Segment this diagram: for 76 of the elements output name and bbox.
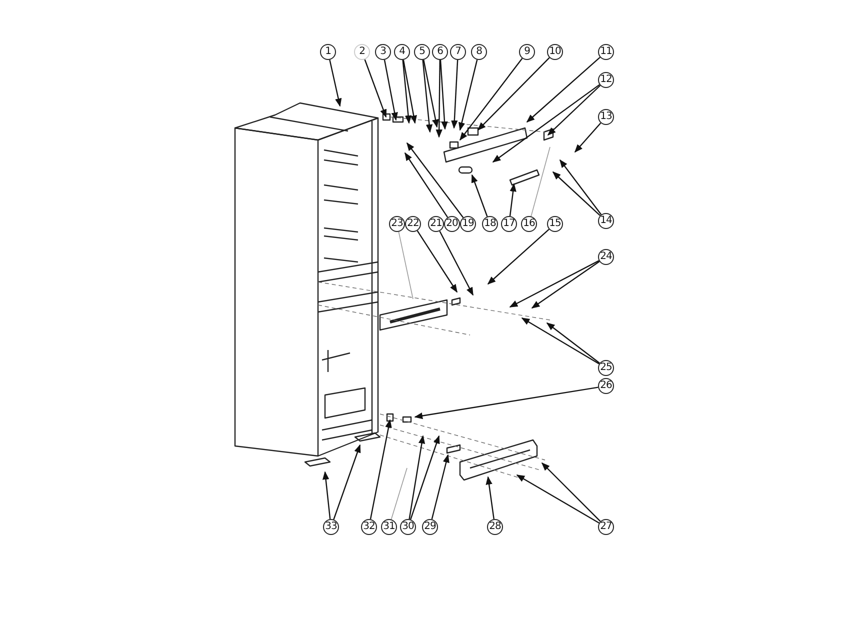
leader-line <box>404 152 448 218</box>
leader-line <box>560 159 602 215</box>
callout-number: 27 <box>598 519 614 535</box>
callout-number: 20 <box>444 216 460 232</box>
leader-line <box>406 142 464 218</box>
leader-line <box>436 60 442 138</box>
callout-number: 10 <box>547 44 563 60</box>
leader-line <box>390 468 408 520</box>
leader-line <box>531 261 600 308</box>
callout-number: 33 <box>323 519 339 535</box>
leader-line <box>492 84 600 162</box>
leader-line <box>521 317 600 364</box>
callout-number: 13 <box>598 109 614 125</box>
leader-line <box>384 60 398 121</box>
leader-line <box>402 60 417 124</box>
leader-line <box>414 386 598 420</box>
callout-number: 1 <box>320 44 336 60</box>
callout-number: 21 <box>428 216 444 232</box>
leader-line <box>422 60 433 133</box>
callout-number: 6 <box>432 44 448 60</box>
callout-number: 28 <box>487 519 503 535</box>
leader-line <box>322 471 331 520</box>
leader-line <box>460 58 523 141</box>
callout-number: 19 <box>460 216 476 232</box>
leader-line <box>431 454 450 520</box>
leader-line <box>333 444 361 520</box>
leader-line <box>471 174 488 217</box>
callout-number: 31 <box>381 519 397 535</box>
leader-line <box>486 476 494 520</box>
leader-line <box>516 474 600 524</box>
leader-line <box>509 183 516 216</box>
callout-number: 30 <box>400 519 416 535</box>
callout-number: 16 <box>521 216 537 232</box>
leader-line <box>408 435 426 520</box>
callout-number: 9 <box>519 44 535 60</box>
leader-line <box>416 230 458 293</box>
callout-number: 22 <box>405 216 421 232</box>
callout-number: 29 <box>422 519 438 535</box>
leader-line <box>574 122 602 153</box>
leader-line <box>458 60 478 131</box>
leader-line <box>329 60 342 107</box>
leader-line <box>451 60 458 129</box>
leader-line <box>509 260 600 308</box>
callout-number: 7 <box>450 44 466 60</box>
callout-number: 3 <box>375 44 391 60</box>
leader-line <box>546 322 600 364</box>
callout-number: 23 <box>389 216 405 232</box>
leader-line <box>440 60 448 130</box>
callout-number: 26 <box>598 378 614 394</box>
callout-number: 14 <box>598 213 614 229</box>
callout-number: 24 <box>598 249 614 265</box>
leader-line <box>526 56 600 123</box>
leader-line <box>552 171 600 216</box>
callout-number: 32 <box>361 519 377 535</box>
leader-line <box>423 60 439 128</box>
leader-line <box>370 419 392 520</box>
leader-line <box>402 60 412 124</box>
callout-number: 4 <box>394 44 410 60</box>
leader-line <box>547 85 601 136</box>
leader-line <box>530 146 550 217</box>
callout-number: 17 <box>501 216 517 232</box>
leader-line <box>439 230 474 296</box>
callout-number: 2 <box>354 44 370 60</box>
callout-number: 8 <box>471 44 487 60</box>
callout-number: 18 <box>482 216 498 232</box>
callout-number: 25 <box>598 360 614 376</box>
callout-number: 12 <box>598 72 614 88</box>
leader-line <box>398 231 414 300</box>
leader-line <box>477 57 550 131</box>
leader-line <box>364 59 387 118</box>
leader-line <box>410 435 440 520</box>
callout-number: 11 <box>598 44 614 60</box>
callout-number: 5 <box>414 44 430 60</box>
leader-line <box>487 228 550 285</box>
leader-line <box>541 462 601 522</box>
callout-number: 15 <box>547 216 563 232</box>
